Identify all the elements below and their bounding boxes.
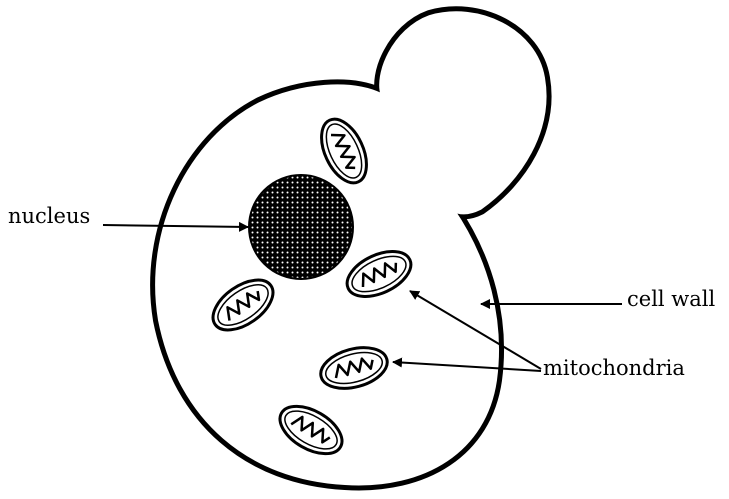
nucleus-label: nucleus: [8, 206, 90, 227]
cell-wall-label: cell wall: [627, 289, 715, 310]
mitochondria-label: mitochondria: [543, 358, 685, 379]
nucleus: [249, 175, 353, 279]
cell-wall: [157, 13, 544, 483]
